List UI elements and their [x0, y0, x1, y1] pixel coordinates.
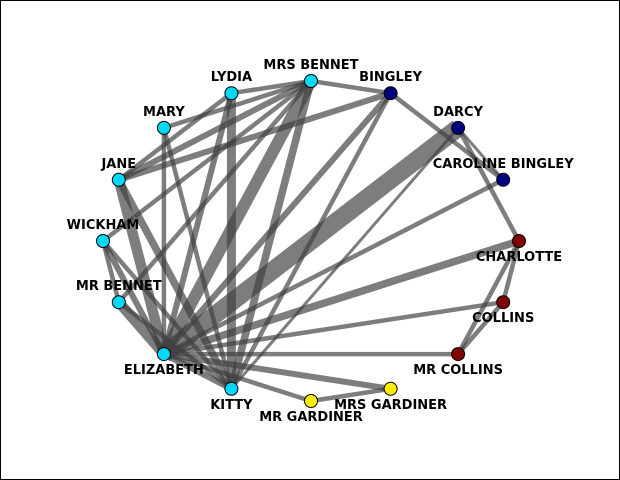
node-label-lydia: LYDIA — [211, 70, 252, 85]
node-mr-collins — [451, 347, 466, 362]
node-label-wickham: WICKHAM — [67, 218, 140, 233]
node-label-mrs-gardiner: MRS GARDINER — [334, 398, 447, 413]
edge-elizabeth-mrs_gardiner — [163, 351, 392, 392]
edge-wickham-mrs_bennet — [101, 79, 313, 243]
node-mr-bennet — [111, 295, 126, 310]
node-label-mary: MARY — [143, 105, 185, 120]
node-label-darcy: DARCY — [433, 105, 483, 120]
node-label-mr-bennet: MR BENNET — [76, 279, 162, 294]
node-charlotte — [512, 234, 526, 248]
edge-elizabeth-collins — [163, 299, 504, 357]
node-layer — [96, 74, 526, 408]
node-label-bingley: BINGLEY — [359, 70, 422, 85]
edge-elizabeth-caroline — [162, 177, 505, 357]
node-label-mrs-bennet: MRS BENNET — [263, 58, 358, 73]
edge-charlotte-collins — [501, 240, 522, 303]
edge-bingley-mrs_bennet — [310, 78, 391, 96]
node-lydia — [224, 86, 239, 101]
edge-elizabeth-mr_gardiner — [163, 351, 312, 404]
edge-mr_collins-collins — [456, 300, 505, 356]
node-label-kitty: KITTY — [210, 398, 253, 413]
node-wickham — [96, 234, 110, 248]
edge-kitty-darcy — [230, 126, 460, 390]
node-darcy — [451, 120, 466, 135]
edge-darcy-caroline — [456, 126, 505, 181]
node-mary — [156, 120, 171, 135]
node-mrs-bennet — [304, 74, 318, 88]
node-label-mr-collins: MR COLLINS — [413, 363, 503, 378]
node-label-mr-gardiner: MR GARDINER — [259, 410, 363, 425]
node-mrs-gardiner — [383, 381, 398, 396]
node-jane — [111, 172, 126, 187]
node-label-collins: COLLINS — [472, 311, 534, 326]
node-mr-gardiner — [304, 394, 318, 408]
edge-elizabeth-wickham — [100, 239, 167, 356]
edge-elizabeth-jane — [113, 178, 169, 356]
node-label-charlotte: CHARLOTTE — [476, 250, 562, 265]
node-caroline — [496, 172, 511, 187]
edge-mary-mrs_bennet — [163, 78, 312, 131]
node-label-caroline: CAROLINE BINGLEY — [433, 157, 575, 172]
node-kitty — [224, 381, 239, 396]
edge-elizabeth-bingley — [161, 91, 393, 357]
node-label-elizabeth: ELIZABETH — [124, 363, 204, 378]
edge-charlotte-darcy — [456, 126, 521, 243]
edge-jane-lydia — [117, 91, 233, 182]
edge-mrs_gardiner-mr_gardiner — [310, 386, 391, 404]
edge-wickham-kitty — [101, 239, 234, 391]
node-elizabeth — [156, 347, 171, 362]
node-bingley — [383, 86, 398, 101]
edge-kitty-bingley — [229, 92, 393, 390]
node-collins — [496, 295, 511, 310]
edge-layer — [100, 78, 522, 404]
edge-kitty-mr_bennet — [117, 300, 233, 391]
edge-mr_bennet-mrs_bennet — [117, 79, 313, 304]
edge-elizabeth-charlotte — [162, 237, 521, 358]
edge-elizabeth-lydia — [160, 92, 235, 355]
edge-bingley-caroline — [389, 91, 505, 182]
node-label-jane: JANE — [100, 157, 136, 172]
edge-mr_bennet-wickham — [100, 240, 121, 303]
edge-jane-mrs_bennet — [117, 78, 313, 183]
edge-charlotte-mr_collins — [456, 239, 521, 356]
